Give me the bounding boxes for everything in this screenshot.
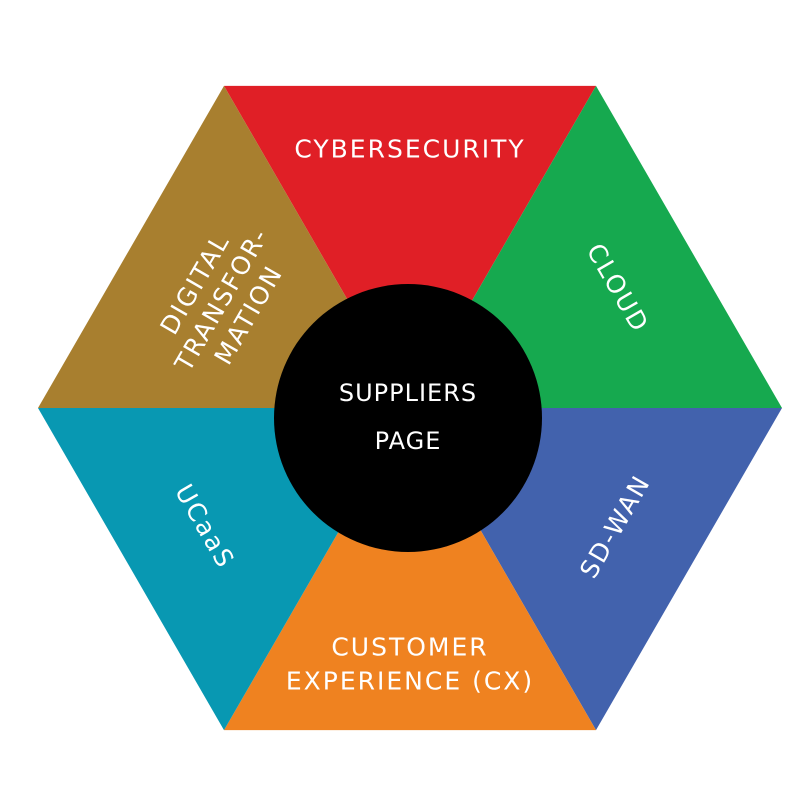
center-label-line: SUPPLIERS: [339, 379, 477, 407]
segment-label-cybersecurity[interactable]: CYBERSECURITY: [294, 134, 525, 163]
segment-label-customer-experience[interactable]: CUSTOMER EXPERIENCE (CX): [286, 633, 534, 696]
segment-label-line: EXPERIENCE (CX): [286, 667, 534, 696]
segment-cybersecurity[interactable]: [224, 85, 596, 408]
segment-label-line: CUSTOMER: [331, 633, 488, 662]
center-label-line: PAGE: [375, 427, 442, 455]
center-hub[interactable]: SUPPLIERS PAGE: [274, 284, 542, 552]
center-circle[interactable]: [274, 284, 542, 552]
center-label[interactable]: SUPPLIERS PAGE: [339, 379, 477, 455]
segment-customer-experience[interactable]: [224, 408, 596, 731]
segment-label-line: CYBERSECURITY: [294, 134, 525, 163]
